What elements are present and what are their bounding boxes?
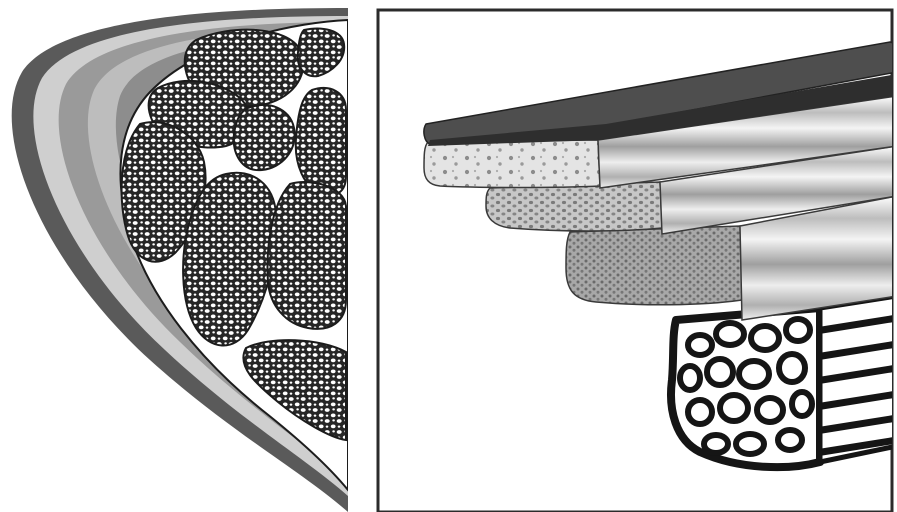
cellular-block <box>671 296 897 467</box>
fascicle <box>268 182 346 329</box>
fascicle <box>296 88 346 195</box>
layer-3-end <box>486 182 662 231</box>
cross-section-panel <box>12 8 348 512</box>
layer-2-end <box>424 140 600 188</box>
layer-4-end <box>566 226 742 305</box>
